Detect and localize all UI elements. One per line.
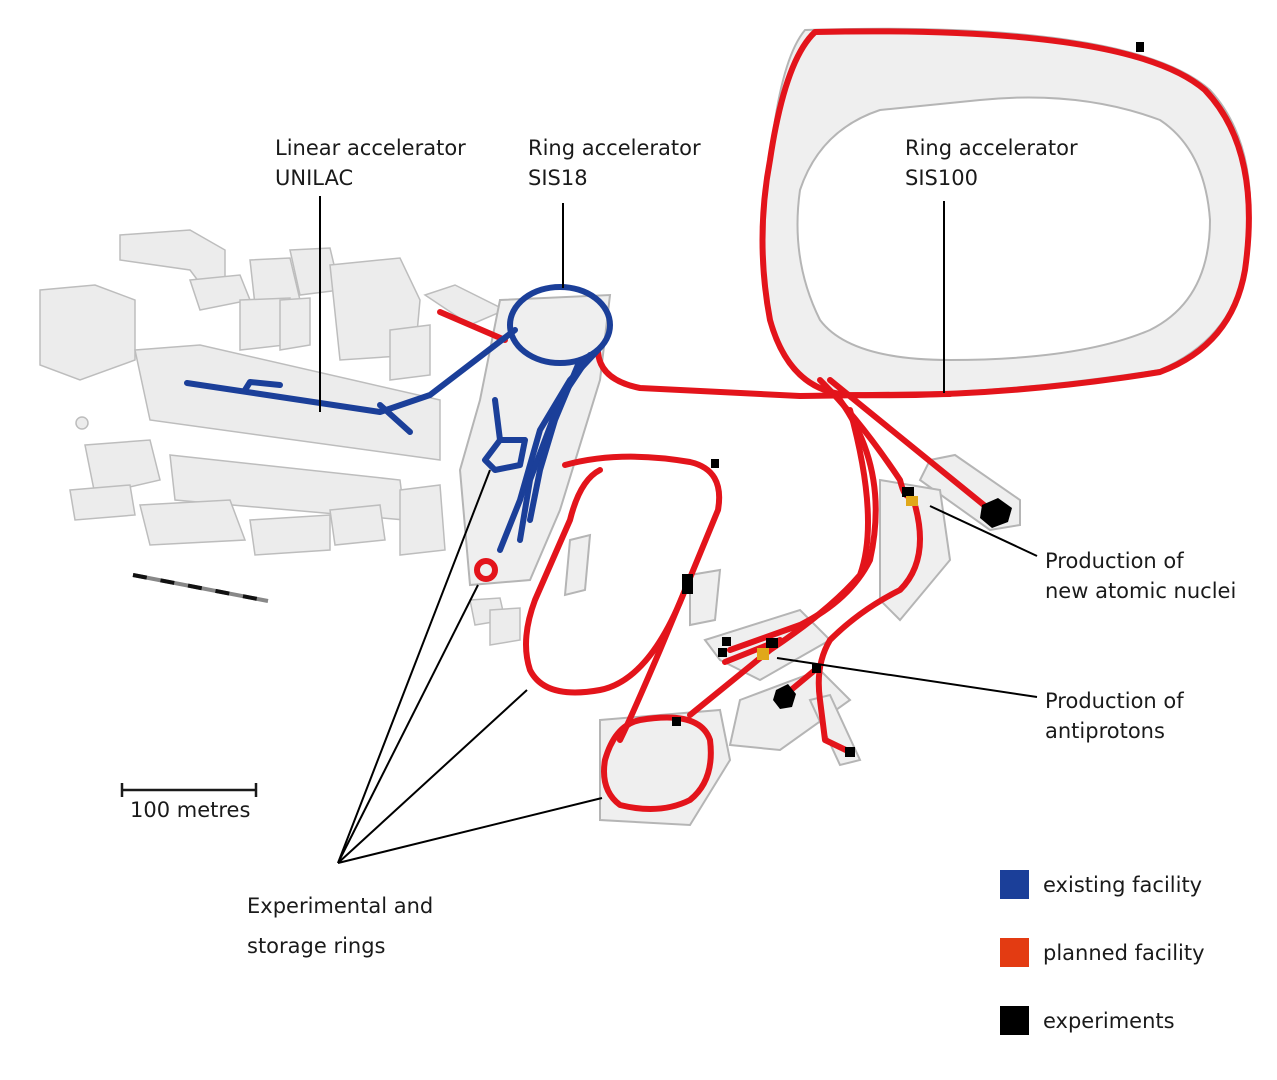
label-rings-line2: storage rings: [247, 934, 386, 958]
building: [279, 297, 311, 351]
label-experimental-storage-rings: Experimental and storage rings: [247, 886, 433, 966]
legend-label-planned: planned facility: [1043, 940, 1205, 965]
legend-swatch-existing: [1000, 870, 1029, 899]
super-frs-line: [815, 502, 923, 755]
label-sis18-line1: Ring accelerator: [528, 136, 701, 160]
label-antiprotons: Production of antiprotons: [1045, 686, 1184, 746]
transfer-line-sis18-sis100: [595, 349, 953, 399]
leader-nuclei: [929, 505, 1038, 557]
experiment-marker: [722, 637, 731, 646]
unilac-branch: [242, 379, 283, 393]
target-nuclei: [906, 496, 918, 506]
experiment-pbar: [773, 684, 796, 709]
existing-buildings: [39, 229, 521, 646]
legend-swatch-planned: [1000, 938, 1029, 967]
label-sis18: Ring accelerator SIS18: [528, 133, 701, 193]
sis100-tunnel-platform: [761, 27, 1252, 397]
building: [69, 484, 136, 521]
legend-item-planned: planned facility: [1000, 938, 1205, 967]
hesr-ring: [601, 714, 714, 812]
label-sis100-line1: Ring accelerator: [905, 136, 1078, 160]
building-small: [75, 416, 89, 430]
label-new-atomic-nuclei: Production of new atomic nuclei: [1045, 546, 1236, 606]
ring-connector: [617, 587, 688, 743]
unilac-stub: [377, 402, 413, 435]
leader-rings-1: [337, 469, 491, 864]
esr-ring: [482, 397, 528, 473]
platform: [689, 568, 722, 627]
building: [389, 324, 431, 381]
sis100-ring: [759, 28, 1252, 399]
scale-bar: [120, 783, 258, 797]
sis18-ring: [507, 284, 613, 366]
experiment-marker: [682, 574, 693, 594]
transfer-platform: [879, 478, 952, 622]
label-antiprotons-line2: antiprotons: [1045, 719, 1165, 743]
label-unilac: Linear accelerator UNILAC: [275, 133, 466, 193]
legend-label-experiments: experiments: [1043, 1008, 1175, 1033]
building-main-hall: [134, 344, 441, 461]
label-rings-line1: Experimental and: [247, 894, 434, 918]
label-unilac-line1: Linear accelerator: [275, 136, 466, 160]
label-nuclei-line1: Production of: [1045, 549, 1184, 573]
pbar-line-2: [687, 407, 871, 718]
legend-item-experiments: experiments: [1000, 1006, 1175, 1035]
building: [423, 284, 507, 326]
cr-ring: [523, 453, 723, 696]
experiment-marker: [812, 664, 821, 673]
label-sis100-line2: SIS100: [905, 166, 978, 190]
label-unilac-line2: UNILAC: [275, 166, 354, 190]
building: [329, 504, 386, 546]
building: [489, 607, 521, 646]
experiments: [672, 42, 1144, 757]
experiment-nuclei: [980, 498, 1012, 528]
experiment-marker: [845, 747, 855, 757]
perspective-scale: [132, 573, 269, 603]
target-antiprotons: [757, 648, 769, 660]
building: [139, 499, 247, 546]
leader-rings-2: [337, 584, 479, 864]
experiment-marker: [1136, 42, 1144, 52]
scale-bar-perspective-dashes: [132, 573, 269, 603]
legend-item-existing: existing facility: [1000, 870, 1202, 899]
experiment-marker: [711, 459, 719, 468]
experiment-marker: [672, 717, 681, 726]
target-nuclei-top: [902, 487, 914, 497]
label-nuclei-line2: new atomic nuclei: [1045, 579, 1237, 603]
label-antiprotons-line1: Production of: [1045, 689, 1184, 713]
leader-antiprotons: [776, 657, 1038, 698]
platform: [563, 533, 592, 597]
existing-beamlines: [184, 284, 613, 553]
leader-lines: [319, 196, 1038, 864]
scale-label: 100 metres: [130, 798, 251, 822]
legend-swatch-experiments: [1000, 1006, 1029, 1035]
planned-beamlines: [437, 28, 1252, 812]
leader-rings-4: [337, 797, 603, 864]
production-targets: [757, 496, 918, 660]
label-sis100: Ring accelerator SIS100: [905, 133, 1078, 193]
target-pbar-top: [766, 638, 778, 648]
building: [399, 484, 446, 556]
legend-label-existing: existing facility: [1043, 872, 1203, 897]
building: [84, 439, 161, 496]
experiment-marker: [718, 648, 727, 657]
esr-line-3: [527, 357, 583, 523]
storage-ring-small: [474, 558, 498, 582]
planned-stub: [437, 309, 508, 343]
building: [249, 514, 331, 556]
leader-rings-3: [337, 689, 528, 864]
label-sis18-line2: SIS18: [528, 166, 588, 190]
building: [39, 284, 136, 381]
extraction-line-2: [827, 377, 993, 513]
unilac-linac: [184, 327, 518, 415]
